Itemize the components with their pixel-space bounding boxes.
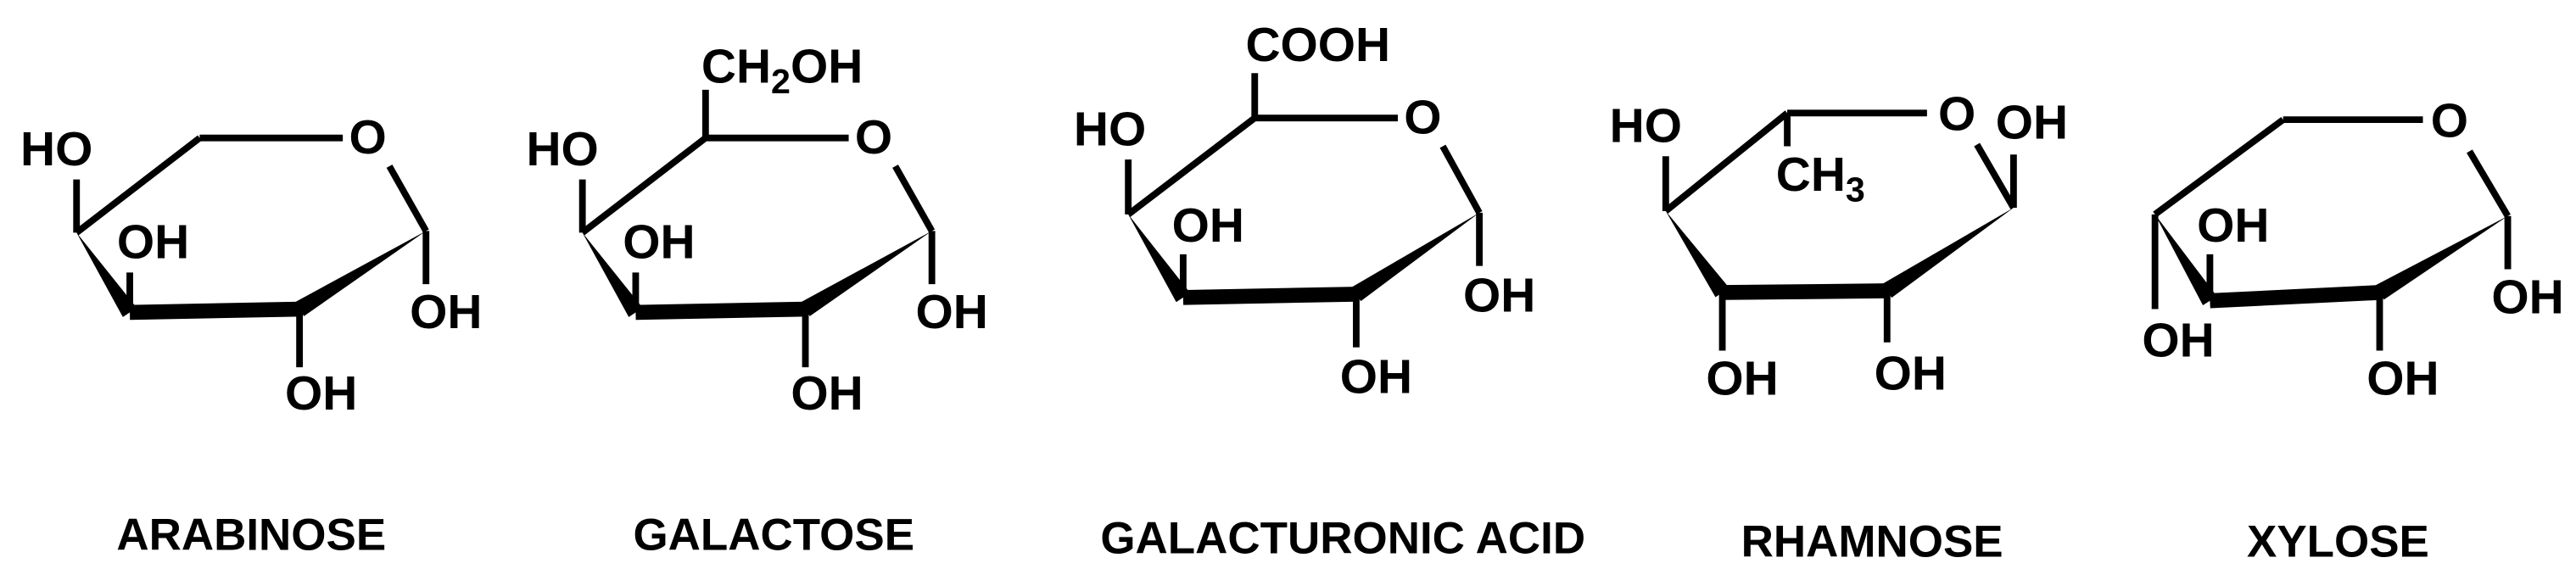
substituent-subscript: 2 — [771, 62, 791, 101]
hydroxyl-label: OH — [2366, 352, 2439, 405]
substituent-main: CH — [701, 40, 771, 93]
molecule-xylose: O OH OH OH OH XYLOSE — [2142, 95, 2563, 567]
hydroxyl-label: OH — [1875, 347, 1947, 400]
hydroxyl-label: OH — [1996, 97, 2068, 150]
wedge-bond — [1882, 207, 2014, 298]
bold-ring-bond — [2209, 285, 2380, 309]
hydroxyl-label: OH — [916, 286, 988, 339]
hydroxyl-label: OH — [2491, 270, 2563, 324]
hydroxyl-label: OH — [1706, 352, 1778, 405]
substituent-label: CH2OH — [701, 40, 863, 101]
wedge-bond — [1351, 212, 1480, 302]
hydroxyl-label: OH — [2197, 199, 2269, 253]
ring-bond — [386, 165, 429, 233]
hydroxyl-label: HO — [526, 123, 598, 176]
ring-bond — [580, 135, 708, 236]
wedge-bond — [1665, 210, 1729, 298]
ring-bond — [892, 165, 936, 233]
ring-oxygen-label: O — [1404, 92, 1441, 145]
wedge-bond — [2375, 215, 2508, 300]
ring-oxygen-label: O — [2431, 95, 2468, 148]
bold-ring-bond — [635, 301, 806, 321]
hydroxyl-label: OH — [791, 367, 863, 421]
substituent-label: COOH — [1245, 18, 1390, 71]
substituent-label: CH3 — [1776, 148, 1865, 209]
hydroxyl-label: OH — [1172, 199, 1244, 253]
substituent-main: CH — [1776, 148, 1846, 201]
substituent-main: COOH — [1245, 18, 1390, 71]
bold-ring-bond — [1182, 287, 1357, 305]
molecule-name: XYLOSE — [2247, 516, 2429, 566]
molecule-name: GALACTOSE — [633, 510, 914, 560]
wedge-bond — [294, 231, 427, 316]
hydroxyl-label: HO — [1074, 103, 1146, 156]
ring-bond — [1439, 144, 1483, 215]
substituent-tail: OH — [791, 40, 863, 93]
wedge-bond — [1128, 214, 1191, 303]
hydroxyl-label: OH — [410, 286, 482, 339]
ring-bond — [74, 135, 202, 236]
hydroxyl-label: OH — [117, 216, 189, 270]
ring-oxygen-label: O — [855, 111, 892, 165]
molecule-name: RHAMNOSE — [1741, 516, 2003, 566]
hydroxyl-label: OH — [1340, 350, 1412, 404]
wedge-bond — [76, 232, 137, 317]
bold-ring-bond — [1722, 283, 1887, 300]
ring-oxygen-label: O — [349, 111, 386, 165]
bold-ring-bond — [129, 301, 300, 321]
wedge-bond — [582, 232, 643, 317]
hydroxyl-label: OH — [623, 216, 695, 270]
wedge-bond — [2154, 214, 2217, 305]
ring-bond — [2153, 116, 2286, 217]
ring-oxygen-label: O — [1938, 88, 1975, 142]
wedge-bond — [801, 231, 932, 316]
substituent-subscript: 3 — [1846, 170, 1865, 209]
hydroxyl-label: HO — [1610, 99, 1682, 153]
ring-bond — [2467, 149, 2511, 218]
hydroxyl-label: OH — [1463, 269, 1535, 322]
ring-bond — [1663, 110, 1790, 214]
ring-bond — [1974, 142, 2017, 209]
molecule-name: ARABINOSE — [116, 510, 386, 560]
hydroxyl-label: OH — [2142, 314, 2214, 367]
hydroxyl-label: OH — [285, 367, 357, 421]
molecule-galacturonic-acid: O HO OH OH OH COOH GALACTURONIC ACID — [1074, 18, 1585, 563]
hydroxyl-label: HO — [20, 123, 92, 176]
molecule-name: GALACTURONIC ACID — [1100, 514, 1585, 564]
molecule-arabinose: O HO OH OH OH ARABINOSE — [20, 111, 482, 560]
ring-bond — [1126, 115, 1257, 217]
